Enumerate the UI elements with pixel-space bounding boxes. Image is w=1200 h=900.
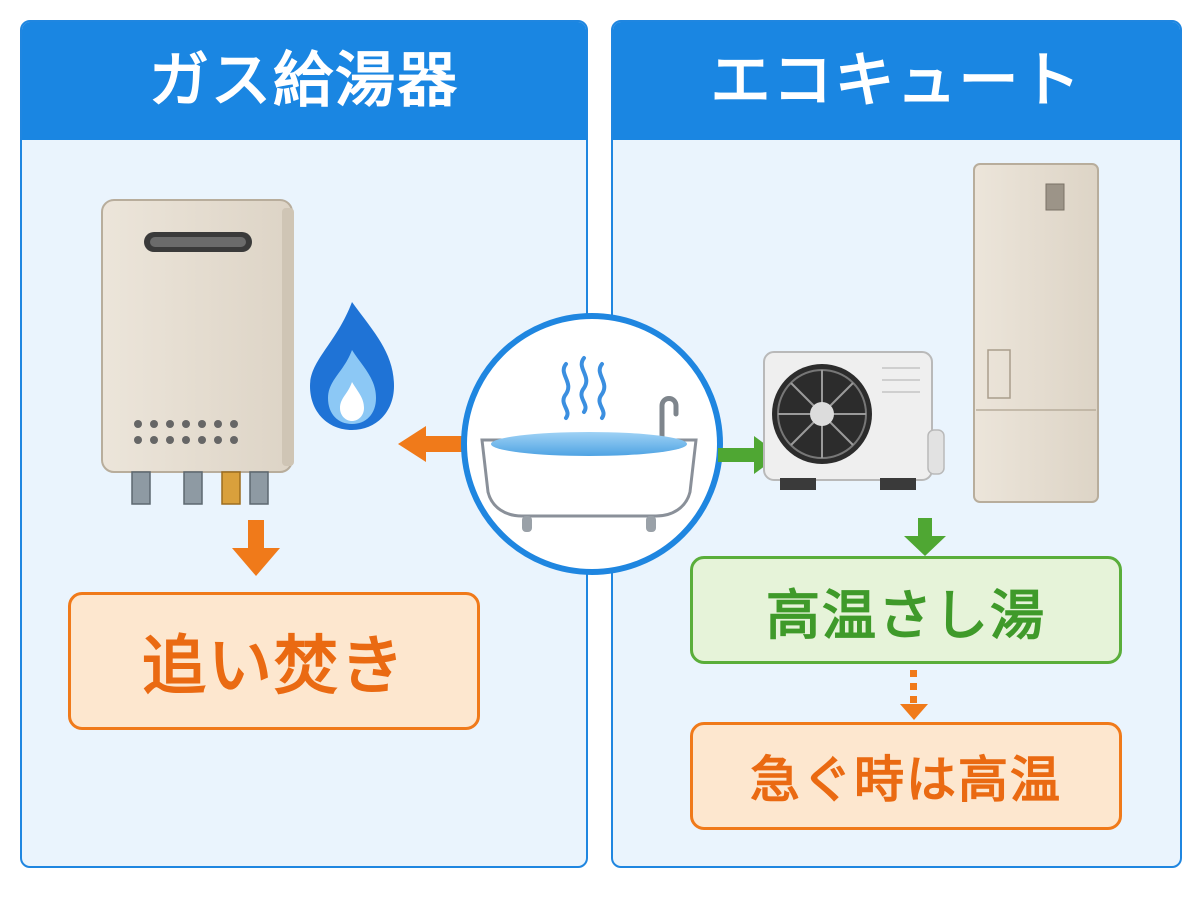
gas-water-heater-icon — [101, 199, 294, 505]
left-arrow-icon — [398, 426, 468, 462]
eco-cute-title: エコキュート — [613, 22, 1180, 140]
down-arrow-icon — [904, 518, 946, 556]
pipe-fittings — [131, 471, 269, 505]
down-arrow-icon — [232, 520, 280, 576]
reheating-label: 追い焚き — [68, 592, 480, 730]
hurry-high-temp-label: 急ぐ時は高温 — [690, 722, 1122, 830]
high-temp-water-add-label: 高温さし湯 — [690, 556, 1122, 664]
bathtub-icon — [461, 313, 723, 575]
flame-icon — [310, 302, 394, 430]
hot-water-tank-icon — [973, 163, 1099, 503]
gas-water-heater-title: ガス給湯器 — [22, 22, 586, 140]
dotted-down-arrow-icon — [900, 670, 928, 720]
heat-pump-unit-icon — [763, 351, 945, 490]
